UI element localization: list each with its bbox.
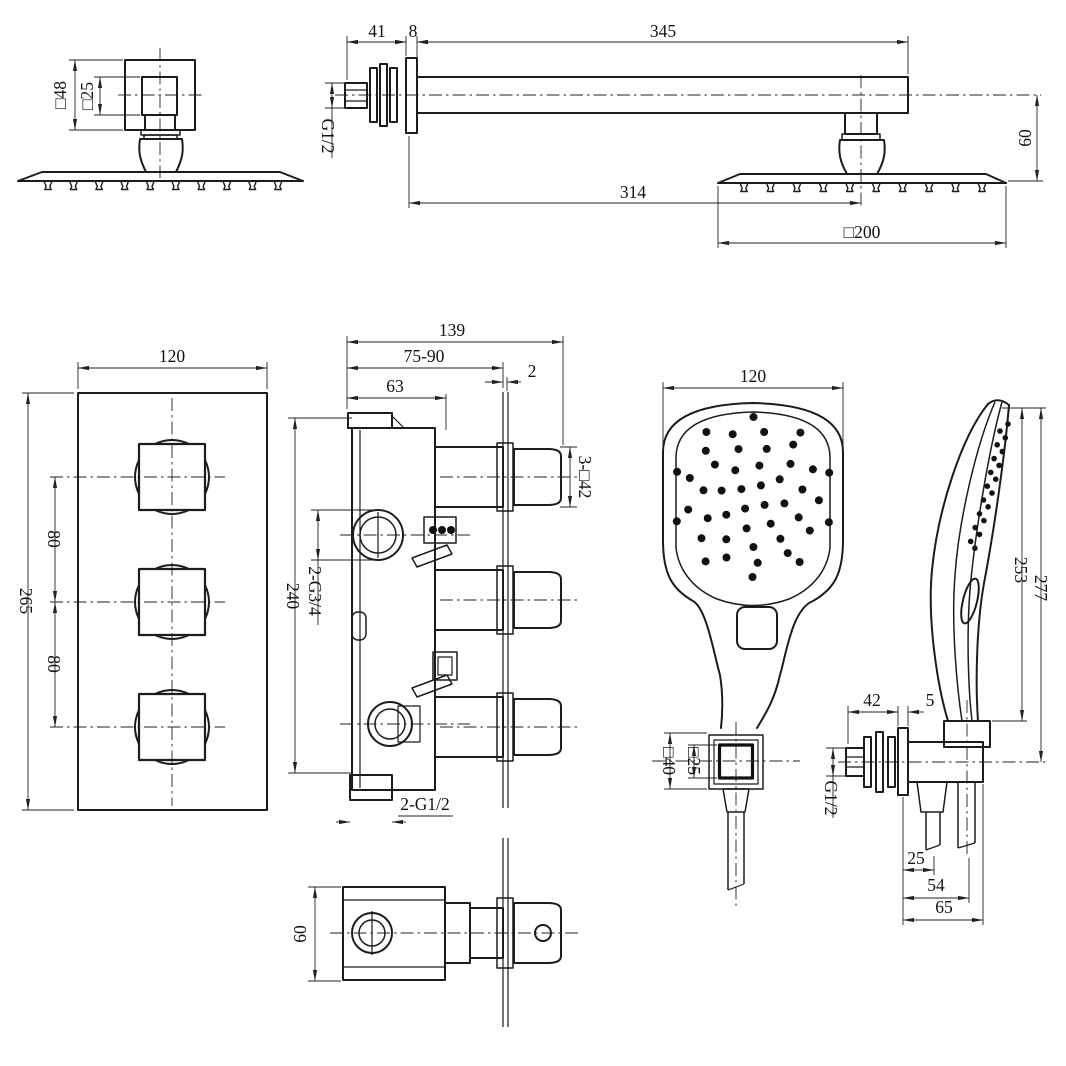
dim-hand-width: 120 bbox=[740, 366, 767, 386]
valve-bottom-view: 60 bbox=[290, 838, 580, 1027]
dim-valve-bottom-ports: 2-G1/2 bbox=[400, 794, 450, 814]
hand-side-dimensions: 253 277 42 5 G1/2 25 54 65 bbox=[821, 407, 1051, 925]
dim-side-thread: G1/2 bbox=[821, 781, 841, 816]
dim-arm-drop: 60 bbox=[1015, 129, 1035, 147]
dim-side-25: 25 bbox=[907, 848, 925, 868]
dim-valve-trims: 3-□42 bbox=[575, 456, 595, 499]
hand-shower-outline bbox=[662, 402, 844, 891]
dim-arm-reach: 314 bbox=[620, 182, 647, 202]
dim-panel-spacing-top: 80 bbox=[44, 530, 64, 548]
dim-valve-plate-thickness: 2 bbox=[528, 361, 537, 381]
dim-head-outer: □48 bbox=[50, 81, 70, 109]
dim-side-total-height: 277 bbox=[1031, 575, 1051, 602]
dim-valve-total-depth: 139 bbox=[439, 320, 466, 340]
dim-arm-flange: 8 bbox=[409, 21, 418, 41]
dim-panel-height: 265 bbox=[16, 588, 36, 615]
head-front-outline bbox=[17, 59, 304, 191]
panel-dimensions: 120 265 80 80 bbox=[16, 346, 268, 811]
arm-outline bbox=[344, 57, 1007, 193]
hand-shower-dimensions: 120 □40 □25 bbox=[659, 366, 844, 790]
shower-head-front-view: □48 □25 bbox=[17, 48, 304, 191]
arm-dimensions: 41 8 345 G1/2 60 314 □200 bbox=[318, 21, 1043, 248]
dim-head-inner: □25 bbox=[77, 82, 97, 110]
dim-valve-wall-range: 75-90 bbox=[404, 346, 445, 366]
head-front-dimensions: □48 □25 bbox=[50, 59, 140, 131]
dim-arm-length: 345 bbox=[650, 21, 677, 41]
valve-bottom-dimensions: 60 bbox=[290, 886, 341, 982]
mode-button bbox=[736, 606, 778, 650]
dim-hand-flange: □40 bbox=[659, 747, 679, 775]
dim-panel-width: 120 bbox=[159, 346, 186, 366]
valve-dimensions: 139 75-90 63 2 3-□42 2-G3/4 240 2-G1/2 bbox=[283, 320, 595, 825]
dim-arm-setback: 41 bbox=[368, 21, 386, 41]
dim-valve-outlets: 2-G3/4 bbox=[305, 566, 325, 616]
dim-side-head-height: 253 bbox=[1011, 557, 1031, 584]
hand-shower-side-outline bbox=[845, 399, 1011, 851]
dim-valve-bottom-width: 60 bbox=[290, 925, 310, 943]
valve-body-outline bbox=[347, 392, 562, 808]
spray-plate-teeth bbox=[739, 182, 987, 193]
hand-shower-front-view: 120 □40 □25 bbox=[652, 366, 844, 908]
dim-hand-core: □25 bbox=[684, 747, 704, 775]
spray-plate-teeth bbox=[43, 180, 283, 191]
side-mode-button bbox=[960, 577, 980, 625]
dim-arm-head-size: □200 bbox=[844, 222, 881, 242]
control-panel-front-view: 120 265 80 80 bbox=[16, 346, 268, 811]
spray-nozzle-dots bbox=[672, 413, 834, 581]
dim-panel-spacing-bottom: 80 bbox=[44, 655, 64, 673]
dim-side-65: 65 bbox=[935, 897, 953, 917]
dim-side-54: 54 bbox=[927, 875, 945, 895]
dim-side-flange: 5 bbox=[926, 690, 935, 710]
dim-valve-height: 240 bbox=[283, 583, 303, 610]
side-nozzle-dots bbox=[967, 421, 1011, 551]
hand-shower-side-view: 253 277 42 5 G1/2 25 54 65 bbox=[821, 399, 1051, 925]
valve-bottom-outline bbox=[342, 838, 562, 1027]
dim-valve-body-depth: 63 bbox=[386, 376, 404, 396]
valve-side-view: 139 75-90 63 2 3-□42 2-G3/4 240 2-G1/2 bbox=[283, 320, 595, 825]
shower-arm-side-view: 41 8 345 G1/2 60 314 □200 bbox=[318, 21, 1043, 248]
dim-side-setback: 42 bbox=[863, 690, 881, 710]
dim-arm-thread: G1/2 bbox=[318, 119, 338, 154]
